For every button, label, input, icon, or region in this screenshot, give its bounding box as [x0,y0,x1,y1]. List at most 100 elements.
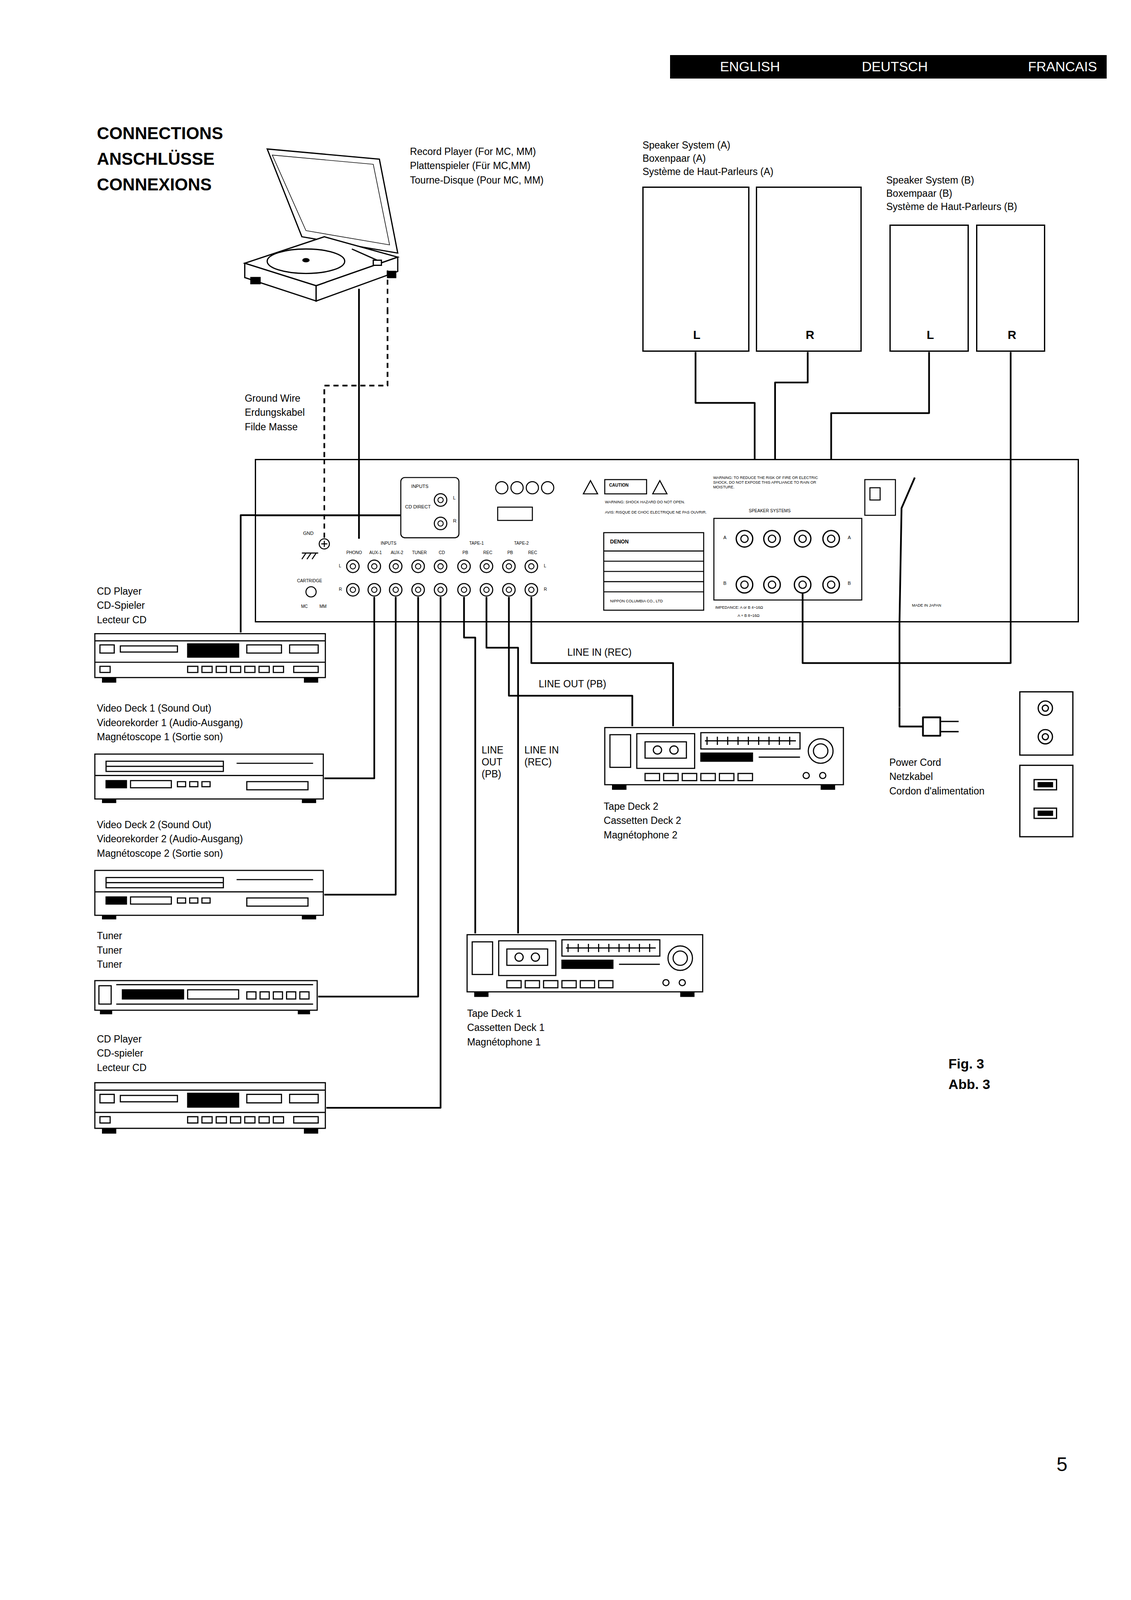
panel-detail [497,507,533,521]
panel-marking: R [543,586,547,592]
device-label: Magnétophone 1 [466,1036,541,1049]
device-label: Tuner [96,944,123,957]
signal-cable [463,622,476,934]
panel-detail [319,538,330,549]
cd-player: CD PlayerCD-SpielerLecteur CD [93,632,327,684]
ground-wire [324,308,388,459]
cable-stub [254,288,959,736]
wall-outlet [1038,729,1053,744]
device-illustration [94,633,844,1134]
panel-marking: TAPE-1 [469,540,484,546]
callout-label: Speaker System (A) [642,139,731,152]
signal-cable [775,351,808,459]
input-jack [502,583,516,596]
language-name: ENGLISH [719,58,780,75]
device-label: Tuner [96,929,123,942]
callout-label: Ground Wire [244,392,301,405]
input-jack [389,583,403,596]
speaker-box: L [889,224,969,353]
tape-deck: Tape Deck 1Cassetten Deck 1Magnétophone … [466,932,704,998]
panel-marking: CARTRIDGE [297,578,323,584]
figure-label: 5 [1056,1452,1068,1476]
input-jack [434,583,447,596]
turntable-illustration [303,258,309,262]
cable-stub [801,592,804,623]
language-band: ENGLISHDEUTSCHFRANCAIS [670,55,1107,79]
panel-detail [583,480,598,494]
panel-detail [714,518,862,600]
panel-marking: WARNING: TO REDUCE THE RISK OF FIRE OR E… [713,475,825,490]
panel-detail [869,487,881,501]
page-title: CONNECTIONS ANSCHLÜSSE CONNEXIONS [96,120,224,198]
wall-outlet [1038,782,1053,787]
input-jack [346,493,538,597]
device-label: Videorekorder 1 (Audio-Ausgang) [96,717,243,729]
panel-marking: AUX-2 [390,550,403,556]
panel-marking: A [723,534,727,541]
speaker-terminal [822,576,840,593]
turntable-illustration [272,154,390,245]
signal-label: LINE OUT (PB) [537,678,608,691]
device-label: Cassetten Deck 1 [466,1021,545,1034]
video-deck: Video Deck 1 (Sound Out)Videorekorder 1 … [93,752,325,804]
cable-stub [374,596,532,623]
cable-stub [940,721,959,732]
signal-cable [324,622,375,779]
input-jack [524,583,538,596]
input-jack [346,583,359,596]
device-label: Tape Deck 1 [466,1007,522,1020]
input-jack [346,559,359,573]
panel-detail [495,481,508,494]
wall-outlet [1038,810,1053,816]
speaker-terminal [794,576,811,593]
device-label: Cordon d'alimentation [889,785,985,798]
device-label: Magnétophone 2 [603,829,678,842]
callout-label: Filde Masse [244,421,298,434]
input-jack [411,559,425,573]
input-jack [524,559,538,573]
panel-detail [301,477,896,611]
cable-stub [899,477,916,623]
turntable-illustration [244,148,398,301]
signal-cable [508,622,633,727]
panel-marking: PHONO [346,550,362,556]
input-jack [367,583,381,596]
device-illustration [94,980,318,1015]
turntable-illustration [250,277,261,284]
signal-cable [358,308,360,459]
input-jack [367,559,381,573]
cable-stub [899,706,924,726]
device-label: Power Cord [889,756,942,769]
device-label: Magnétoscope 1 (Sortie son) [96,731,223,744]
wall-outlet [1034,807,1057,819]
language-name: FRANCAIS [1028,58,1098,75]
panel-marking: IMPEDANCE: A or B 4~16Ω [715,605,764,610]
cable-stub [923,717,941,736]
wall-outlet [1020,691,1073,755]
signal-cable [324,622,396,895]
signal-cable [898,622,901,707]
device-label: Plattenspieler (Für MC,MM) [410,160,531,172]
input-jack [434,559,447,573]
panel-detail [306,586,317,597]
panel-marking: SPEAKER SYSTEMS [749,508,791,514]
wall-outlet [1034,779,1057,790]
record-player: Record Player (For MC, MM)Plattenspieler… [239,145,400,309]
device-label: Netzkabel [889,770,933,783]
panel-detail [301,553,318,560]
cd-player: CD PlayerCD-spielerLecteur CD [93,1081,327,1134]
panel-detail [321,540,328,547]
panel-detail [603,532,704,611]
signal-cable [695,351,755,459]
callout-label: Speaker System (B) [886,174,975,187]
device-label: Tape Deck 2 [603,800,659,813]
signal-label: LINE OUT (PB) [480,744,505,780]
input-jack [480,559,493,573]
tape-deck: Tape Deck 2Cassetten Deck 2Magnétophone … [603,725,845,791]
input-jack [434,517,447,530]
device-label: CD Player [96,585,142,598]
cable-stub [358,288,360,309]
device-label: Magnétoscope 2 (Sortie son) [96,847,223,860]
